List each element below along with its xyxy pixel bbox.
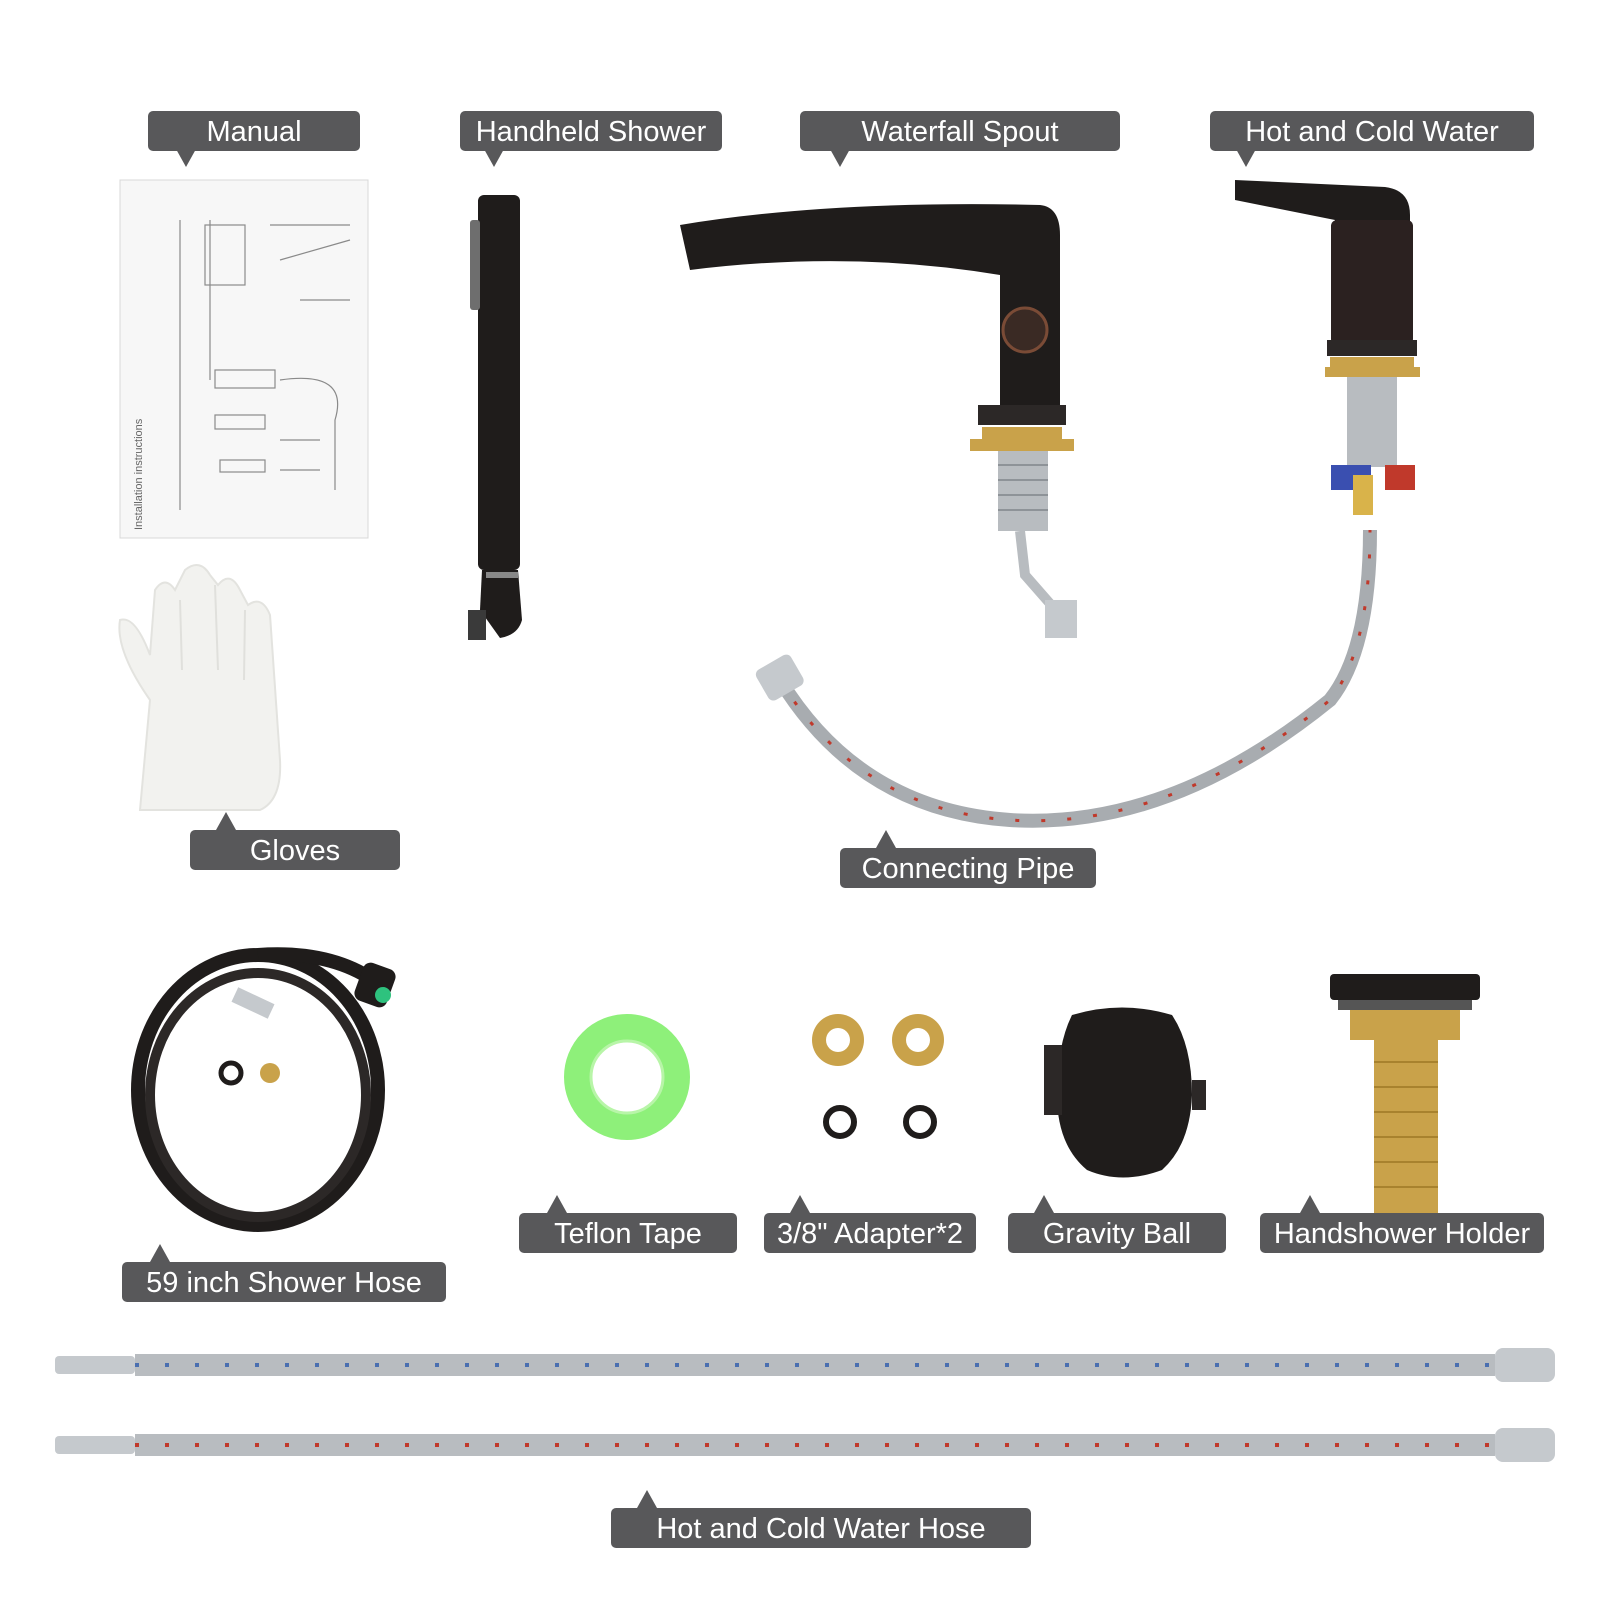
teflon-tape-label-text: Teflon Tape [554, 1218, 702, 1250]
label-pointer [1300, 1195, 1320, 1213]
teflon-tape-image [564, 1014, 690, 1140]
gravity-ball-label: Gravity Ball [1008, 1195, 1226, 1253]
hot-cold-water-hose-label: Hot and Cold Water Hose [611, 1490, 1031, 1548]
waterfall-spout-label-text: Waterfall Spout [861, 116, 1059, 148]
label-pointer [790, 1195, 810, 1213]
label-pointer [830, 149, 850, 167]
label-pointer [150, 1244, 170, 1262]
adapter-image [812, 1014, 944, 1139]
label-pointer [1236, 149, 1256, 167]
label-pointer [876, 830, 896, 848]
handshower-holder-image [1330, 974, 1480, 1220]
gloves-label-text: Gloves [249, 835, 341, 867]
label-pointer [216, 812, 236, 830]
connecting-pipe-image [755, 529, 1377, 828]
manual-sheet: Installation instructions [119, 179, 369, 539]
shower-hose-image [131, 947, 396, 1232]
label-pointer [1034, 1195, 1054, 1213]
label-pointer [547, 1195, 567, 1213]
adapter-label-text: 3/8" Adapter*2 [776, 1218, 964, 1250]
handheld-shower-label-text: Handheld Shower [475, 116, 707, 148]
connecting-pipe-label: Connecting Pipe [840, 830, 1096, 888]
gravity-ball-image [1044, 1007, 1206, 1178]
shower-hose-label-text: 59 inch Shower Hose [146, 1267, 422, 1299]
manual-sheet-title: Installation instructions [133, 418, 145, 530]
hot-cold-water-label: Hot and Cold Water [1210, 111, 1534, 167]
handheld-shower-label: Handheld Shower [460, 111, 722, 167]
label-pointer [176, 149, 196, 167]
hot-cold-water-hose-label-text: Hot and Cold Water Hose [656, 1513, 986, 1545]
shower-hose-label: 59 inch Shower Hose [122, 1244, 446, 1302]
gloves-label: Gloves [190, 812, 400, 870]
label-pointer [637, 1490, 657, 1508]
teflon-tape-label: Teflon Tape [519, 1195, 737, 1253]
handshower-holder-label: Handshower Holder [1260, 1195, 1544, 1253]
handheld-shower-image [468, 195, 522, 640]
handshower-holder-label-text: Handshower Holder [1273, 1218, 1531, 1250]
connecting-pipe-label-text: Connecting Pipe [861, 853, 1075, 885]
adapter-label: 3/8" Adapter*2 [764, 1195, 976, 1253]
manual-label-text: Manual [206, 116, 302, 148]
manual-label: Manual [148, 111, 360, 167]
hot-cold-water-label-text: Hot and Cold Water [1245, 116, 1499, 148]
gravity-ball-label-text: Gravity Ball [1042, 1218, 1192, 1250]
waterfall-spout-image [680, 204, 1077, 638]
hot-cold-water-hose-image [55, 1348, 1555, 1462]
gloves-image [118, 564, 282, 811]
waterfall-spout-label: Waterfall Spout [800, 111, 1120, 167]
hot-cold-water-valve-image [1235, 180, 1420, 515]
label-pointer [484, 149, 504, 167]
